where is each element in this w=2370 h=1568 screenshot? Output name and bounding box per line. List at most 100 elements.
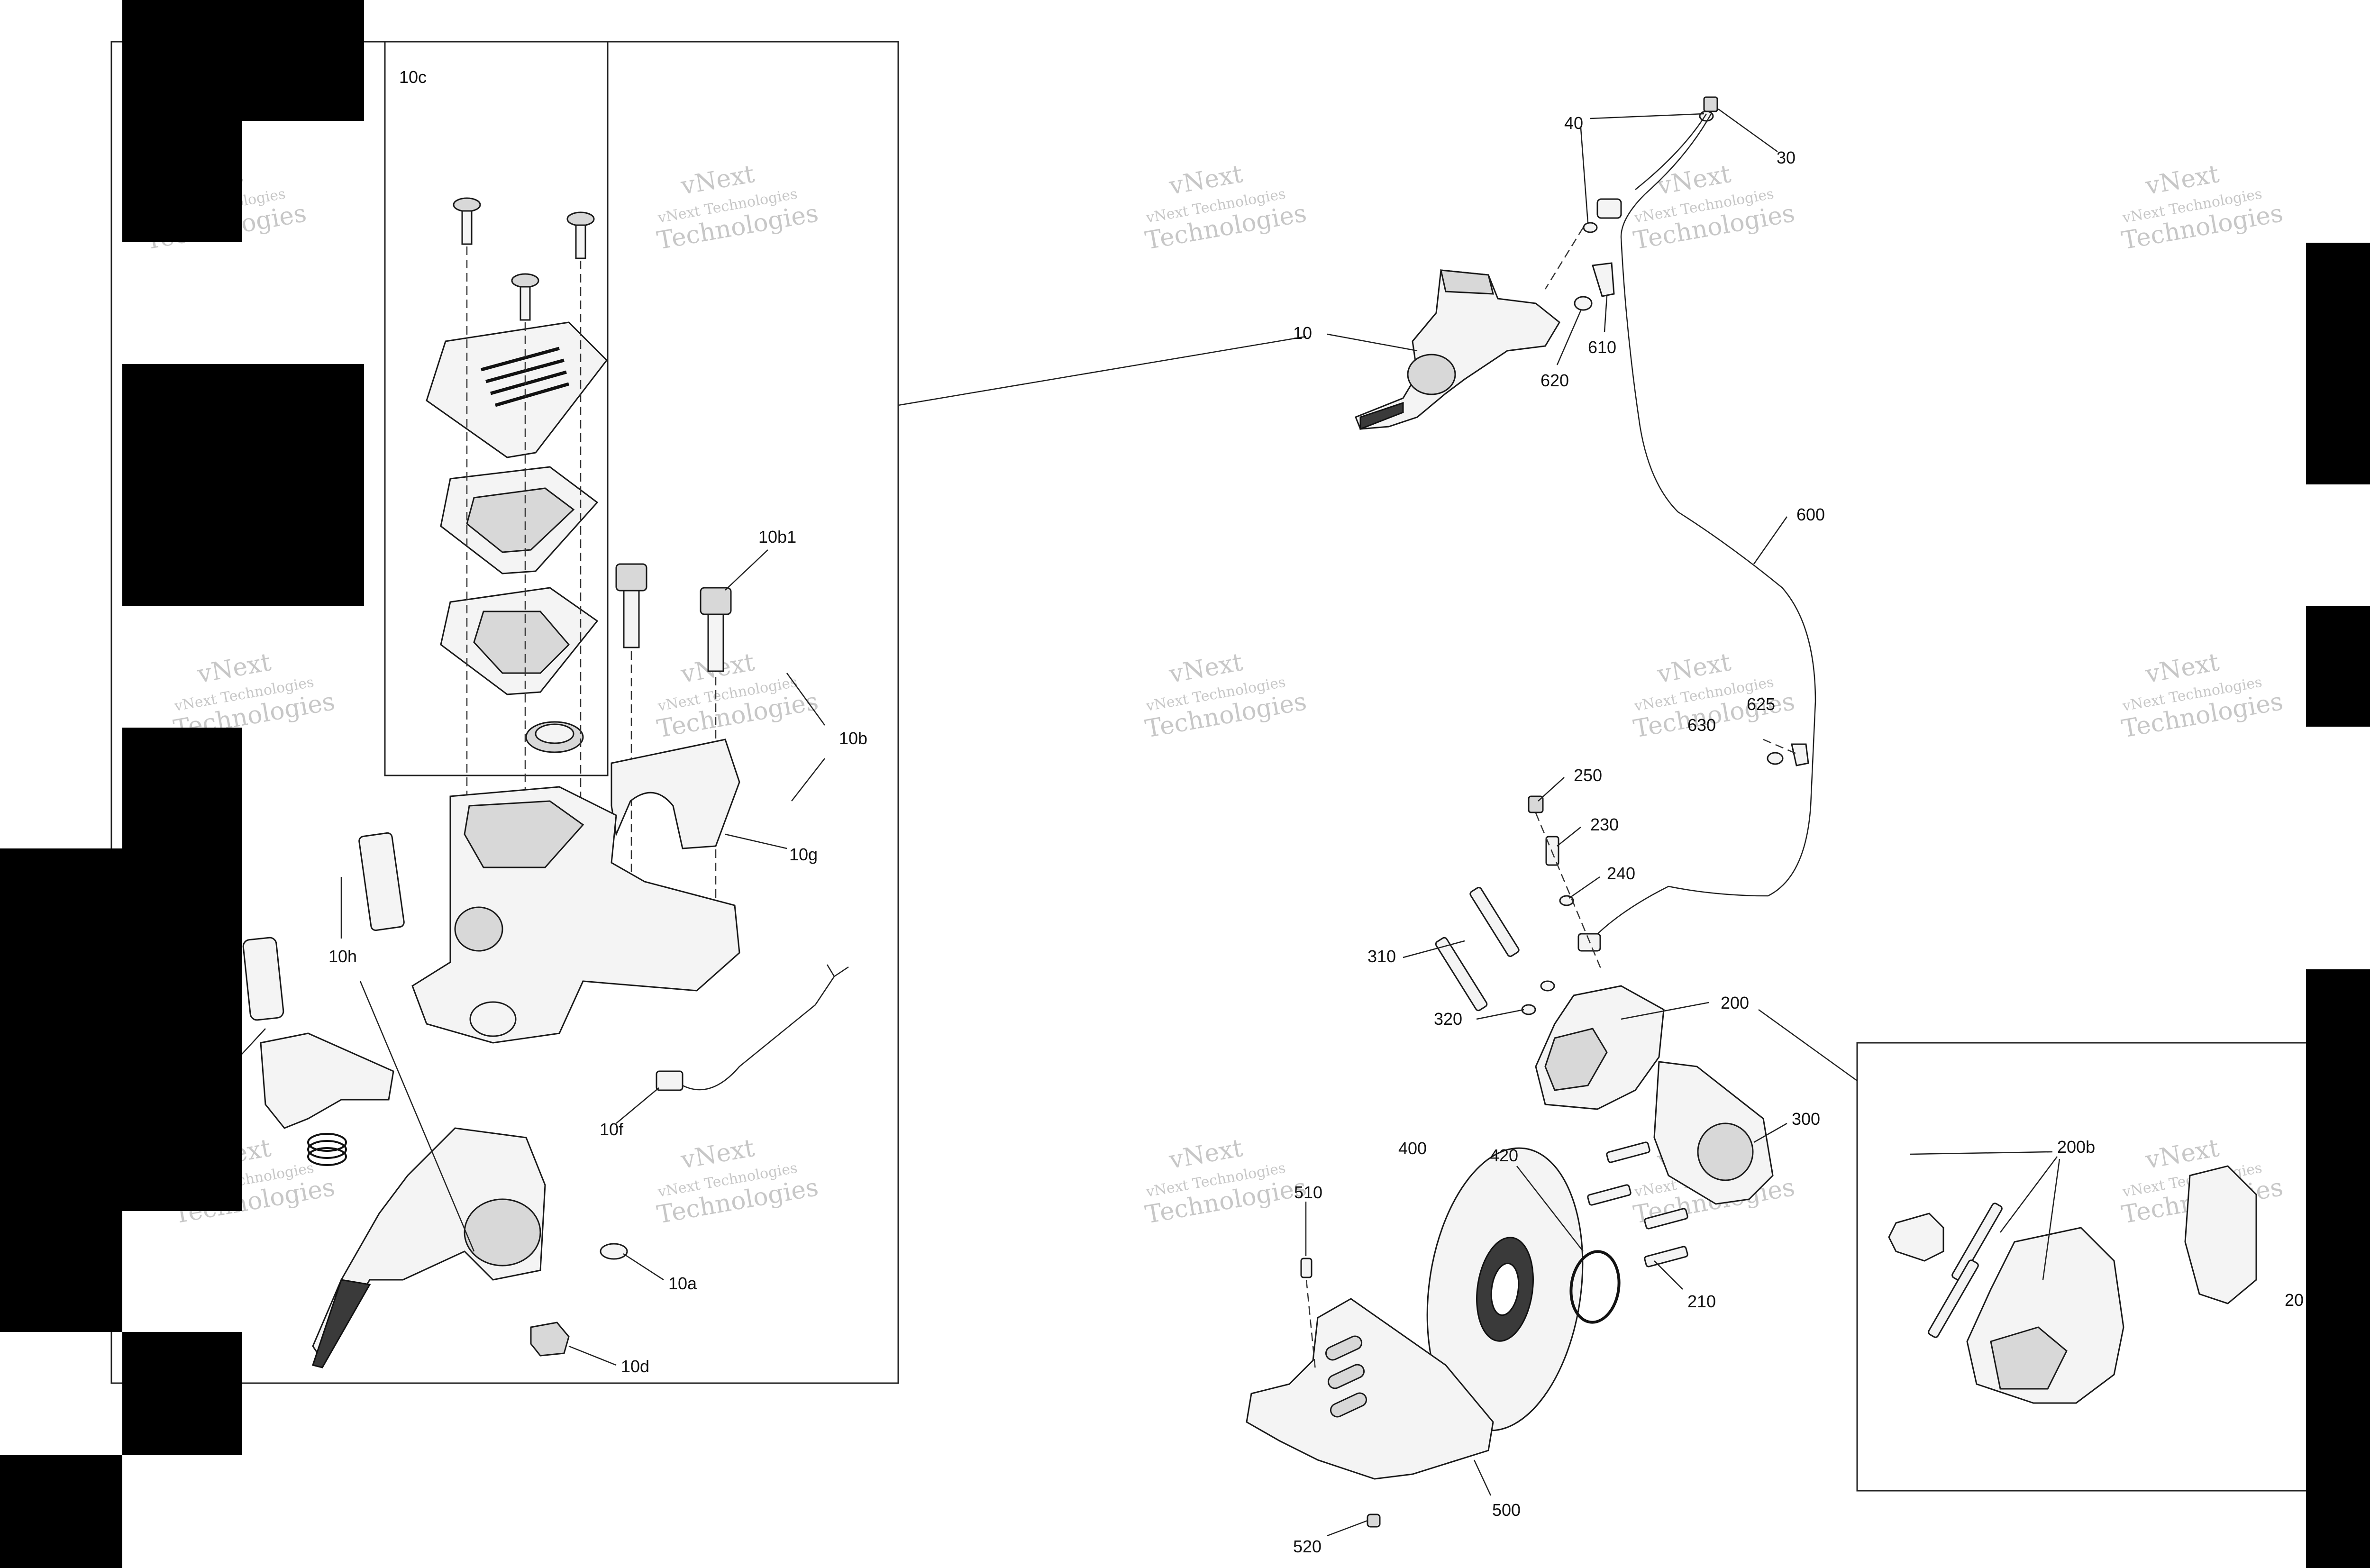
leader-500 [1473,1459,1492,1496]
watermark-r2c3: vNext vNext Technologies Technologies [1143,648,1309,744]
bracket-bolt-icon [1587,1184,1632,1206]
callout-210: 210 [1687,1292,1716,1311]
redaction-block [2306,969,2370,1568]
brake-disc-icon [1426,1147,1584,1431]
redaction-block [122,121,242,242]
leader-10h [359,981,475,1252]
watermark-layer: vNext vNext Technologies Technologies vN… [143,160,2285,1230]
leader-10d [568,1345,617,1366]
leader-200 [1621,1002,1709,1020]
nut-icon [530,1322,570,1357]
leader-250 [1538,777,1565,802]
lever-knuckle [464,1198,541,1267]
reservoir-cover-icon [426,321,608,458]
fitting-boss [469,1001,517,1037]
leader-600 [1753,516,1788,565]
banjo-bolt-icon [1703,96,1718,112]
hose-fitting-icon [1596,198,1622,219]
detail-frame-reservoir-cover [384,41,609,776]
callout-420: 420 [1490,1146,1518,1165]
pivot-pin-icon [358,832,405,931]
bore-port-icon [454,906,503,952]
disc-guard-icon [1246,1298,1494,1480]
leader-10b1 [725,549,768,591]
watermark-r2c5: vNext vNext Technologies Technologies [2120,648,2285,744]
callout-320: 320 [1434,1009,1462,1029]
callout-620: 620 [1540,371,1569,390]
cover-screw-icon [566,211,595,259]
callout-500: 500 [1492,1500,1521,1520]
watermark-r3c2: vNext vNext Technologies Technologies [655,1134,820,1230]
bolt-washer-icon [1521,1004,1536,1015]
redaction-block [122,1090,242,1211]
leader-10 [1327,333,1418,352]
brake-switch-wire-icon [656,964,849,1091]
callout-10h: 10h [328,947,357,966]
detail-frame-caliper [1856,1042,2370,1492]
leader-200b [2000,1156,2058,1233]
caliper-bracket-detail-icon [2184,1165,2257,1304]
callout-labels: 10c 10b1 10b 10g 10h 10f 10a 10d 10 40 3… [328,67,2304,1556]
alignment-line [1544,227,1584,290]
lever-grip-blade [312,1279,371,1368]
redaction-block [122,969,242,1090]
caliper-piston-face [1544,1028,1608,1091]
brake-hose-assembly [1544,96,1816,939]
master-cylinder-assembly [1355,269,1560,430]
cover-text-lines [481,346,569,407]
leader-230 [1557,827,1581,847]
master-cylinder-cap [1440,269,1494,295]
leader-detail-to-master [898,336,1306,406]
pad-retainer-icon [1888,1212,1944,1262]
callout-10f: 10f [600,1120,624,1139]
clamp-bolt-icon [615,563,647,648]
redaction-block [122,728,242,969]
o-ring-icon [1569,1250,1621,1324]
callout-520: 520 [1293,1537,1322,1556]
master-cylinder-exploded-view [208,197,849,1368]
callout-510: 510 [1294,1183,1322,1202]
leader-620 [1556,310,1582,365]
callout-600: 600 [1796,505,1825,524]
callout-310: 310 [1367,947,1396,966]
leader-610 [1604,296,1608,332]
redaction-block [2306,243,2370,484]
callout-30: 30 [1777,148,1796,167]
redaction-block [122,364,364,606]
watermark-r1c3: vNext vNext Technologies Technologies [1143,160,1309,255]
leader-40 [1590,113,1705,119]
pad-pin-icon [1951,1203,2003,1281]
callout-230: 230 [1590,815,1619,834]
callout-40: 40 [1564,113,1583,133]
diaphragm-inner [466,487,575,553]
callout-200b: 200b [2057,1137,2095,1157]
callout-240: 240 [1607,864,1635,883]
leader-30 [1718,108,1778,153]
guard-screw-icon [1300,1258,1313,1278]
bracket-hole [1697,1122,1754,1181]
leader-240 [1568,876,1600,899]
callout-10b1: 10b1 [758,527,796,547]
washer-icon [600,1243,628,1260]
leader-520 [1327,1520,1368,1537]
clamp-washer-icon [1767,752,1784,765]
redaction-block [0,1455,122,1568]
leader-310 [1403,940,1465,958]
callout-610: 610 [1588,337,1616,357]
brake-hose-line [1592,113,1816,939]
caliper-fittings [1435,795,1603,1015]
callout-10: 10 [1293,323,1312,343]
caliper-detail-face [1990,1326,2068,1390]
leader-10a [623,1253,664,1281]
callout-10c: 10c [399,67,427,87]
leader-200b [2042,1158,2060,1280]
hose-guide-icon [1592,262,1615,297]
watermark-r3c3: vNext vNext Technologies Technologies [1143,1134,1309,1230]
alignment-line [1305,1279,1316,1370]
leader-10b [786,673,826,726]
redaction-block [0,848,122,1332]
watermark-r1c5: vNext vNext Technologies Technologies [2120,160,2285,255]
banjo-washer-icon [1583,222,1598,233]
